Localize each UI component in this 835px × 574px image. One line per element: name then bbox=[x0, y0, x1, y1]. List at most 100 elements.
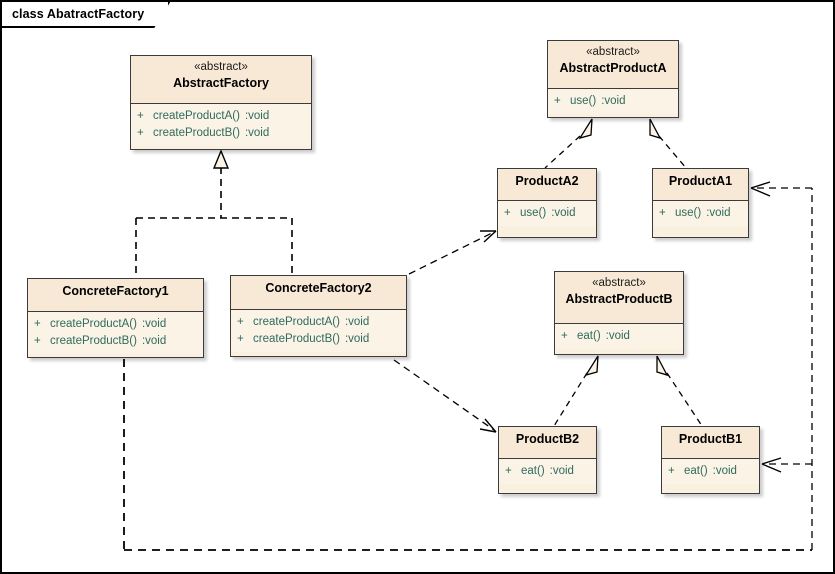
member-signature: createProductA() bbox=[253, 316, 340, 328]
member-signature: createProductA() bbox=[50, 318, 137, 330]
class-name: AbstractProductB bbox=[565, 292, 673, 306]
member-visibility: + bbox=[237, 316, 244, 328]
class-member-row: + createProductB() :void bbox=[34, 333, 197, 350]
realization-triangle-productb2 bbox=[584, 355, 599, 377]
member-signature: use() bbox=[675, 207, 702, 219]
class-name: ConcreteFactory1 bbox=[62, 284, 169, 298]
realization-concretefactories-to-abstractfactory bbox=[135, 149, 293, 278]
class-header-abstractfactory: «abstract» AbstractFactory bbox=[131, 56, 311, 104]
diagram-frame-title: class AbatractFactory bbox=[2, 2, 170, 28]
realization-producta2-to-abstractproducta bbox=[544, 118, 593, 169]
class-member-row: + createProductA() :void bbox=[137, 108, 305, 125]
class-member-row: + eat() :void bbox=[505, 463, 590, 480]
class-header-abstractproducta: «abstract» AbstractProductA bbox=[548, 41, 678, 89]
class-member-row: + use() :void bbox=[659, 205, 742, 222]
class-box-productb1[interactable]: ProductB1 + eat() :void bbox=[661, 426, 760, 494]
member-signature: createProductB() bbox=[253, 333, 340, 345]
class-box-concretefactory2[interactable]: ConcreteFactory2 + createProductA() :void + c… bbox=[230, 275, 407, 357]
open-arrowhead-productb1 bbox=[761, 457, 782, 473]
class-member-row: + createProductB() :void bbox=[137, 125, 305, 142]
member-visibility: + bbox=[505, 465, 512, 477]
member-visibility: + bbox=[504, 207, 511, 219]
dependency-concretefactory1-to-productb1 bbox=[761, 457, 812, 473]
member-signature: eat() bbox=[521, 465, 545, 477]
class-name: ProductA2 bbox=[515, 174, 579, 188]
class-header-productb2: ProductB2 bbox=[499, 427, 596, 459]
class-members-productb1: + eat() :void bbox=[662, 459, 759, 484]
realization-producta1-to-abstractproducta bbox=[649, 118, 687, 169]
class-header-abstractproductb: «abstract» AbstractProductB bbox=[555, 272, 683, 324]
class-header-producta1: ProductA1 bbox=[653, 169, 748, 201]
class-member-row: + createProductB() :void bbox=[237, 331, 400, 348]
class-box-producta1[interactable]: ProductA1 + use() :void bbox=[652, 168, 749, 238]
class-header-concretefactory2: ConcreteFactory2 bbox=[231, 276, 406, 310]
member-visibility: + bbox=[237, 333, 244, 345]
class-box-concretefactory1[interactable]: ConcreteFactory1 + createProductA() :void + c… bbox=[27, 278, 204, 358]
class-members-concretefactory1: + createProductA() :void + createProductB():… bbox=[28, 312, 203, 354]
member-return-type: :void bbox=[551, 207, 576, 219]
realization-triangle-producta1 bbox=[649, 118, 662, 140]
member-return-type: :void bbox=[706, 207, 731, 219]
class-name: AbstractFactory bbox=[173, 76, 269, 90]
member-signature: use() bbox=[570, 95, 597, 107]
member-visibility: + bbox=[561, 330, 568, 342]
realization-productb1-to-abstractproductb bbox=[656, 355, 703, 427]
class-stereotype: «abstract» bbox=[194, 61, 248, 73]
member-return-type: :void bbox=[141, 318, 167, 330]
member-signature: eat() bbox=[577, 330, 601, 342]
class-header-productb1: ProductB1 bbox=[662, 427, 759, 459]
class-header-concretefactory1: ConcreteFactory1 bbox=[28, 279, 203, 312]
class-name: AbstractProductA bbox=[559, 61, 667, 75]
member-signature: use() bbox=[520, 207, 547, 219]
class-box-abstractfactory[interactable]: «abstract» AbstractFactory + createProductA… bbox=[130, 55, 312, 150]
class-box-abstractproductb[interactable]: «abstract»AbstractProductB+eat():void bbox=[554, 271, 684, 355]
member-return-type: :void bbox=[141, 335, 167, 347]
realization-productb2-to-abstractproductb bbox=[553, 355, 599, 427]
member-return-type: :void bbox=[712, 465, 737, 477]
class-name: ProductB1 bbox=[678, 432, 743, 446]
class-members-concretefactory2: + createProductA() :void + createProductB():… bbox=[231, 310, 406, 352]
member-return-type: :void bbox=[549, 465, 574, 477]
class-member-row: + createProductA() :void bbox=[237, 314, 400, 331]
class-member-row: + use() :void bbox=[554, 93, 672, 110]
class-members-abstractproducta: + use() :void bbox=[548, 89, 678, 114]
class-member-row: + use() :void bbox=[504, 205, 590, 222]
member-visibility: + bbox=[554, 95, 561, 107]
member-return-type: :void bbox=[244, 127, 270, 139]
member-visibility: + bbox=[668, 465, 675, 477]
class-stereotype: «abstract» bbox=[592, 277, 646, 289]
class-name: ProductA1 bbox=[668, 174, 733, 188]
class-name: ConcreteFactory2 bbox=[265, 281, 372, 295]
class-members-productb2: + eat() :void bbox=[499, 459, 596, 484]
member-signature: eat() bbox=[684, 465, 708, 477]
class-members-producta2: + use() :void bbox=[498, 201, 596, 226]
class-box-abstractproducta[interactable]: «abstract» AbstractProductA + use() :void bbox=[547, 40, 679, 118]
class-box-productb2[interactable]: ProductB2 + eat() :void bbox=[498, 426, 597, 494]
open-arrowhead-producta2 bbox=[480, 230, 497, 243]
member-visibility: + bbox=[137, 110, 144, 122]
member-signature: createProductB() bbox=[50, 335, 137, 347]
class-name: ProductB2 bbox=[515, 432, 580, 446]
class-member-row: +eat():void bbox=[561, 328, 677, 345]
member-visibility: + bbox=[137, 127, 144, 139]
member-return-type: :void bbox=[244, 110, 270, 122]
realization-triangle-abstractfactory bbox=[212, 149, 230, 169]
member-return-type: :void bbox=[344, 333, 370, 345]
realization-triangle-productb1 bbox=[656, 355, 669, 377]
member-signature: createProductA() bbox=[153, 110, 240, 122]
member-visibility: + bbox=[34, 335, 41, 347]
open-arrowhead-producta1 bbox=[750, 181, 771, 197]
member-return-type: :void bbox=[344, 316, 370, 328]
open-arrowhead-productb2 bbox=[479, 418, 497, 433]
member-return-type: :void bbox=[601, 95, 626, 107]
member-signature: createProductB() bbox=[153, 127, 240, 139]
realization-triangle-producta2 bbox=[578, 118, 593, 140]
member-visibility: + bbox=[659, 207, 666, 219]
class-member-row: + eat() :void bbox=[668, 463, 753, 480]
class-members-abstractproductb: +eat():void bbox=[555, 324, 683, 349]
class-box-producta2[interactable]: ProductA2 + use() :void bbox=[497, 168, 597, 238]
dependency-concretefactory2-to-productb2 bbox=[393, 359, 497, 433]
class-stereotype: «abstract» bbox=[586, 46, 640, 58]
member-visibility: + bbox=[34, 318, 41, 330]
